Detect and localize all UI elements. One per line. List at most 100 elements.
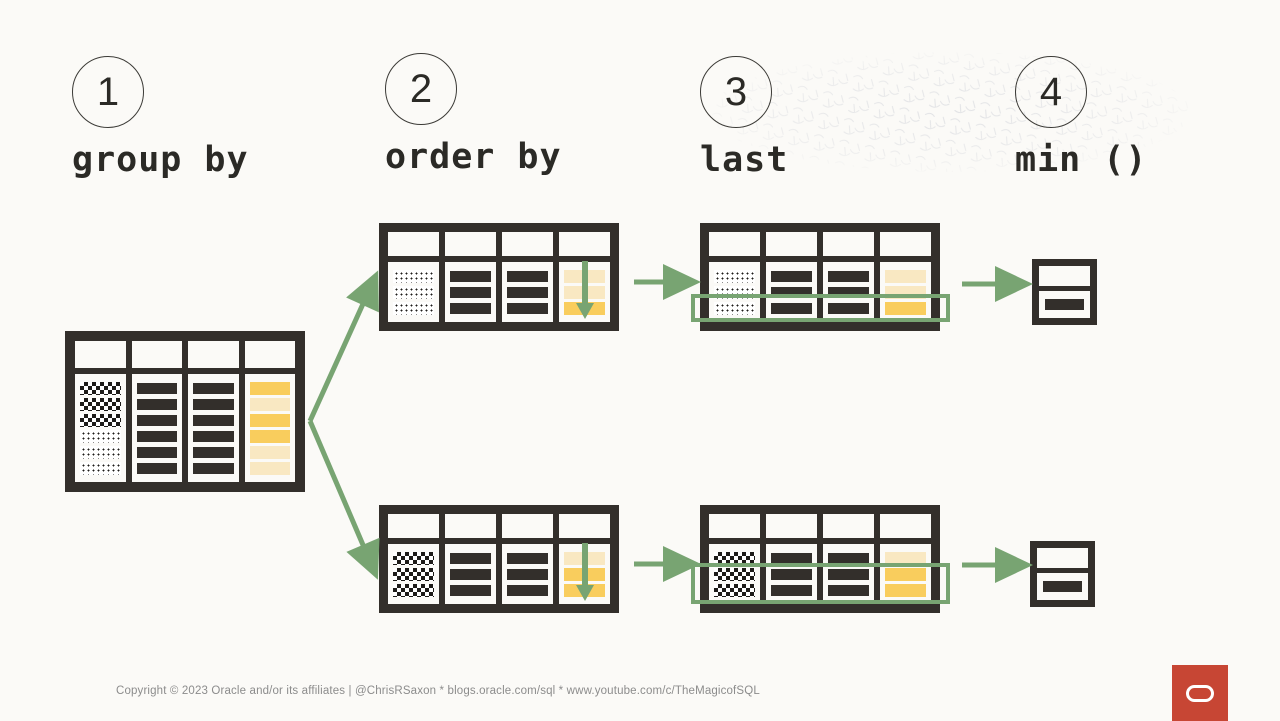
source-header-cell [75,341,126,368]
last-bottom-data-cell [828,552,869,564]
ordered-bottom-header-cell [502,514,553,538]
step-2: 2 order by [385,53,562,177]
source-data-cell [193,462,234,474]
source-data-cell [136,382,177,394]
source-key-cell [80,429,121,443]
last-row-highlight-top [691,294,950,322]
ordered-bottom-data-cell [450,568,491,580]
last-top-data-cell [771,302,812,314]
ordered-top-data-cell [450,270,491,282]
ordered-top-key-cell [393,269,434,283]
ordered-bottom-key-cell [393,567,434,581]
ordered-top-header-cell [559,232,610,256]
source-key-cell [80,461,121,475]
step-2-badge: 2 [385,53,457,125]
ordered-bottom-data-cell [507,552,548,564]
step-1-number: 1 [96,70,120,114]
step-4-label: min () [1015,140,1148,180]
last-top-column-2 [766,262,817,322]
result-table-group-a [1030,541,1095,607]
last-bottom-header-cell [709,514,760,538]
last-bottom-data-cell [771,568,812,580]
step-1: 1 group by [72,56,249,180]
ordered-bottom-column-2 [445,544,496,604]
step-1-label: group by [72,140,249,180]
source-header-cell [131,341,182,368]
step-4: 4 min () [1015,56,1147,180]
source-data-cell [193,414,234,426]
ordered-bottom-data-cell [507,584,548,596]
result-bottom-column [1037,573,1088,600]
last-bottom-header-cell [880,514,931,538]
ordered-bottom-column-3 [502,544,553,604]
source-column-3 [188,374,239,482]
last-top-header-cell [766,232,817,256]
step-3-label: last [700,140,789,180]
ordered-top-header-cell [445,232,496,256]
source-value-cell [249,413,290,427]
ordered-top-data-cell [507,270,548,282]
last-top-column-key [709,262,760,322]
ordered-top-data-cell [450,302,491,314]
ordered-top-column-value [559,261,610,322]
last-bottom-data-cell [771,584,812,596]
last-top-data-cell [828,302,869,314]
last-top-data-cell [771,270,812,282]
step-2-number: 2 [409,67,433,111]
ordered-top-column-key [388,262,439,322]
source-column-value [244,374,295,482]
ordered-top-data-cell [450,286,491,298]
last-bottom-data-cell [771,552,812,564]
source-value-cell [249,461,290,475]
result-bottom-value-cell [1043,581,1082,592]
source-header-cell [188,341,239,368]
step-3-badge: 3 [700,56,772,128]
source-data-cell [136,446,177,458]
last-bottom-column-3 [823,544,874,604]
branch-arrow-top [307,270,379,423]
source-key-cell [80,413,121,427]
ordered-top-data-cell [507,302,548,314]
ordered-bottom-data-cell [507,568,548,580]
ordered-bottom-value-cell [564,551,605,565]
source-column-key [75,374,126,482]
ordered-bottom-column-value [559,543,610,604]
source-value-cell [249,445,290,459]
source-data-cell [136,430,177,442]
last-top-data-cell [771,286,812,298]
ordered-top-value-cell [564,301,605,315]
source-key-cell [80,445,121,459]
last-bottom-value-cell [885,551,926,565]
source-data-cell [136,398,177,410]
last-bottom-value-cell [885,567,926,581]
ordered-bottom-data-cell [450,584,491,596]
ordered-top-header-cell [502,232,553,256]
branch-arrow-bottom [307,420,380,580]
result-top-value-cell [1045,299,1084,310]
ordered-bottom-column-key [388,544,439,604]
source-data-cell [193,446,234,458]
last-bottom-column-2 [766,544,817,604]
result-top-column [1039,291,1090,318]
footer-copyright: Copyright © 2023 Oracle and/or its affil… [116,685,760,697]
last-bottom-column-key [709,544,760,604]
source-data-cell [193,382,234,394]
ordered-bottom-key-cell [393,583,434,597]
last-table-group-b [700,223,940,331]
source-header-cell [244,341,295,368]
result-bottom-header-cell [1037,548,1088,568]
step-4-number: 4 [1039,70,1063,114]
last-top-data-cell [828,270,869,282]
source-key-cell [80,381,121,395]
source-table [65,331,305,492]
source-key-cell [80,397,121,411]
last-row-highlight-bottom [691,563,950,604]
ordered-bottom-header-cell [388,514,439,538]
last-bottom-value-cell [885,583,926,597]
last-table-group-a [700,505,940,613]
last-top-header-cell [880,232,931,256]
ordered-top-data-cell [507,286,548,298]
source-value-cell [249,397,290,411]
last-top-value-cell [885,269,926,283]
result-table-group-b [1032,259,1097,325]
